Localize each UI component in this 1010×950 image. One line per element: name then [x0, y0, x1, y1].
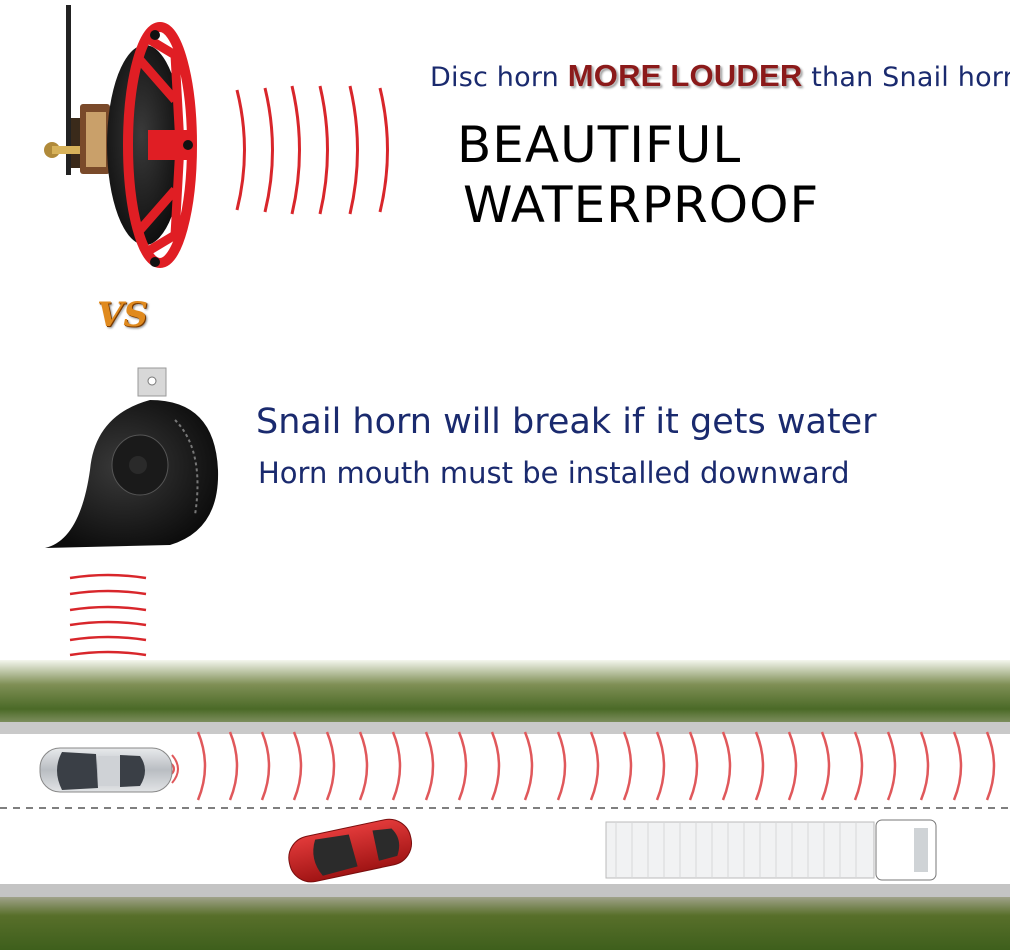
snail-install-text: Horn mouth must be installed downward [258, 456, 850, 490]
truck-icon [605, 819, 937, 881]
road-scene [0, 660, 1010, 950]
headline-prefix: Disc horn [430, 62, 568, 93]
headline-emphasis: MORE LOUDER [567, 58, 803, 93]
snail-warning-text: Snail horn will break if it gets water [256, 402, 877, 442]
silver-car-icon [39, 747, 173, 793]
sound-wave-icon [235, 85, 389, 215]
red-car-icon [288, 818, 412, 883]
snail-horn-icon [45, 367, 219, 548]
feature-waterproof: WATERPROOF [463, 176, 820, 234]
disc-horn-icon [44, 5, 197, 268]
feature-beautiful: BEAUTIFUL [457, 116, 742, 174]
vs-badge: VS [97, 295, 148, 335]
sound-wave-icon [196, 731, 996, 801]
sound-wave-icon [69, 573, 147, 657]
headline-suffix: than Snail horn [802, 62, 1010, 93]
headline: Disc horn MORE LOUDER than Snail horn [430, 58, 1010, 94]
